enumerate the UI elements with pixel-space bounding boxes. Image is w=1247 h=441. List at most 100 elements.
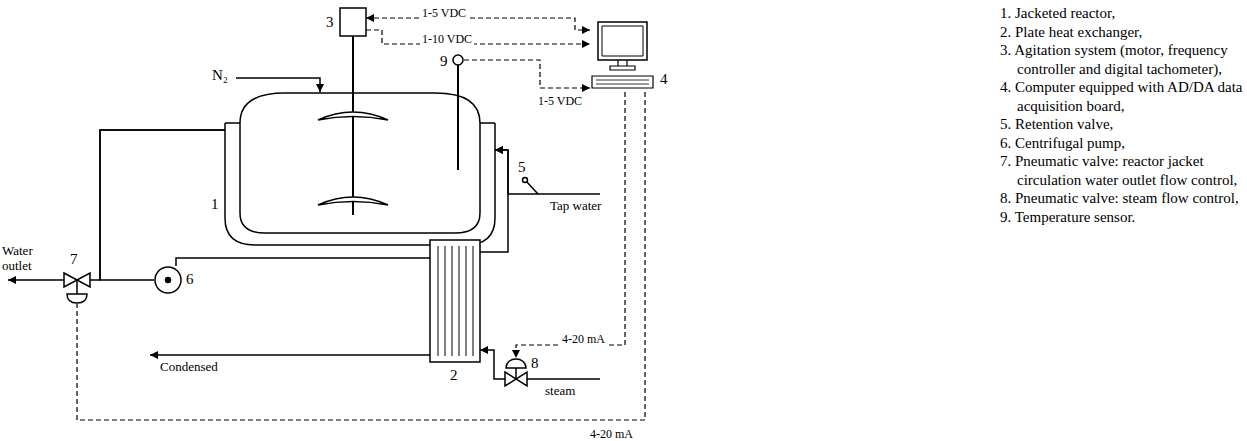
pneumatic-valve-outline xyxy=(505,358,527,388)
screen xyxy=(602,26,643,56)
retention-valve: 5 xyxy=(520,176,546,198)
stream-label: Condensed xyxy=(160,359,250,374)
valve-flap xyxy=(526,181,538,194)
centrifugal-pump-outline xyxy=(154,266,182,294)
impeller xyxy=(318,112,388,120)
pipe-line xyxy=(176,258,430,266)
keyboard-keys xyxy=(596,80,649,84)
condensate-pipe xyxy=(150,354,430,356)
signal-line xyxy=(366,30,590,44)
label-holder: Condensed xyxy=(160,359,250,374)
signal-line xyxy=(516,92,625,358)
reactor-vessel xyxy=(240,93,480,233)
exchanger-plate xyxy=(445,246,446,356)
temperature-sensor-outline xyxy=(452,54,464,170)
valve-stem xyxy=(76,280,78,294)
signal-label: 1-5 VDC xyxy=(536,95,584,108)
exchanger-plate xyxy=(459,246,460,356)
computer: 4 xyxy=(590,20,655,92)
exchanger-plate xyxy=(466,246,467,356)
callout-number: 1 xyxy=(211,197,219,212)
signal-line xyxy=(77,92,645,420)
monitor-base xyxy=(610,66,635,70)
exchanger-plate xyxy=(452,246,453,356)
callout-number: 8 xyxy=(531,356,539,371)
label-holder: 1-10 VDC xyxy=(420,29,474,47)
jacketed-reactor-outline xyxy=(225,88,495,245)
label-holder: 1-5 VDC xyxy=(536,91,584,109)
label-holder: 4-20 mA xyxy=(560,329,607,347)
label-holder: steam xyxy=(545,383,605,398)
signal-label: 1-5 VDC xyxy=(420,7,468,20)
parts-list-item: 3. Agitation system (motor, frequency co… xyxy=(1000,41,1244,78)
pump-casing xyxy=(155,267,181,293)
parts-list-item: 9. Temperature sensor. xyxy=(1000,208,1244,227)
pneumatic-valve-outline xyxy=(64,268,90,304)
sensor-stem xyxy=(457,65,459,170)
signal-line xyxy=(366,18,590,30)
reactor-jacket xyxy=(225,123,495,245)
callout-number: 4 xyxy=(660,72,668,87)
callout-number: 7 xyxy=(70,252,78,267)
parts-list-item: 2. Plate heat exchanger, xyxy=(1000,23,1244,42)
monitor-stand xyxy=(618,60,627,66)
pneumatic-valve: 7 xyxy=(64,268,90,304)
stream-label: Water outlet xyxy=(2,243,54,273)
signal-label: 4-20 mA xyxy=(560,333,607,346)
monitor xyxy=(598,22,647,60)
valve-pivot xyxy=(523,178,528,183)
parts-list-item: 4. Computer equipped with AD/DA data acq… xyxy=(1000,78,1244,115)
plate-heat-exchanger-outline xyxy=(430,240,480,362)
plate-heat-exchanger: 2 xyxy=(430,240,480,362)
valve-stem xyxy=(515,368,517,379)
pipe-line xyxy=(495,150,520,194)
signal-label: 4-20 mA xyxy=(588,428,635,441)
temperature-sensor: 9 xyxy=(452,54,464,170)
pipe-line xyxy=(480,350,505,379)
valve-actuator xyxy=(506,359,526,368)
valve-actuator xyxy=(67,294,87,303)
steam-pipe xyxy=(527,378,600,380)
parts-list-item: 1. Jacketed reactor, xyxy=(1000,4,1244,23)
parts-list-item: 7. Pneumatic valve: reactor jacket circu… xyxy=(1000,152,1244,189)
nitrogen-line xyxy=(236,78,320,92)
callout-number: 6 xyxy=(186,272,194,287)
signal-label: 1-10 VDC xyxy=(420,33,474,46)
pipe-line xyxy=(480,150,508,252)
pneumatic-valve: 8 xyxy=(505,358,527,388)
parts-list-item: 8. Pneumatic valve: steam flow control, xyxy=(1000,189,1244,208)
tap-water-pipe xyxy=(546,193,600,195)
callout-number: 3 xyxy=(326,15,334,30)
valve-pipe xyxy=(520,193,546,195)
label-holder: Tap water xyxy=(550,198,620,213)
parts-list-item: 5. Retention valve, xyxy=(1000,115,1244,134)
label-holder: 1-5 VDC xyxy=(420,3,468,21)
retention-valve-outline xyxy=(520,176,546,198)
label-holder: Water outlet xyxy=(2,243,54,273)
exchanger-plate xyxy=(473,246,474,356)
stream-label: steam xyxy=(545,383,605,398)
jacketed-reactor: 1 xyxy=(225,88,495,245)
signal-line xyxy=(464,60,590,88)
keyboard xyxy=(592,76,653,88)
valve-body xyxy=(64,273,90,287)
valve-body xyxy=(505,372,527,386)
callout-number: 9 xyxy=(440,54,448,69)
exchanger-frame xyxy=(430,240,480,362)
water-outlet-pipe xyxy=(8,279,64,281)
agitation-motor-outline xyxy=(340,8,366,36)
computer-outline xyxy=(590,20,655,92)
impeller xyxy=(318,197,388,205)
gas-label: N₂ xyxy=(212,68,242,83)
agitation-motor: 3 xyxy=(340,8,366,36)
parts-list-item: 6. Centrifugal pump, xyxy=(1000,134,1244,153)
pump-hub xyxy=(166,278,171,283)
parts-list: 1. Jacketed reactor,2. Plate heat exchan… xyxy=(1000,4,1244,226)
exchanger-plate xyxy=(438,246,439,356)
centrifugal-pump: 6 xyxy=(154,266,182,294)
callout-number: 2 xyxy=(450,368,458,383)
sensor-head xyxy=(453,55,463,65)
label-holder: 4-20 mA xyxy=(588,424,635,441)
callout-number: 5 xyxy=(518,160,526,175)
